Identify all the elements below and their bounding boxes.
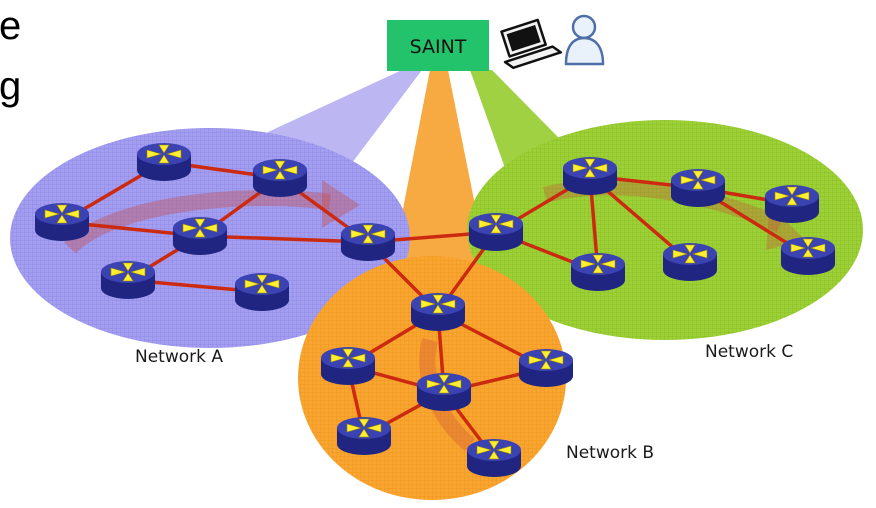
router-icon [468,212,524,252]
router-icon [416,372,472,412]
router-icon [172,216,228,256]
flow-arrow-a [64,190,332,254]
saint-label: SAINT [410,36,467,58]
router-icon [252,158,308,198]
router-icon [34,202,90,242]
network-a-label: Network A [135,347,223,367]
network-c-label: Network C [705,342,793,362]
user-icon [564,14,605,66]
router-icon [780,236,836,276]
slide-text-fragment-2: g [0,64,22,108]
network-b-label: Network B [566,443,654,463]
router-icon [466,438,522,478]
router-icon [662,242,718,282]
router-icon [336,416,392,456]
router-icon [570,252,626,292]
router-icon [100,260,156,300]
saint-box [387,20,489,71]
router-icon [670,168,726,208]
router-icon [764,184,820,224]
router-icon [340,222,396,262]
router-icon [234,272,290,312]
router-icon [518,348,574,388]
laptop-icon [500,18,563,70]
router-icon [562,156,618,196]
router-icon [136,142,192,182]
router-icon [410,292,466,332]
slide-text-fragment-1: e [0,4,22,48]
router-icon [320,346,376,386]
